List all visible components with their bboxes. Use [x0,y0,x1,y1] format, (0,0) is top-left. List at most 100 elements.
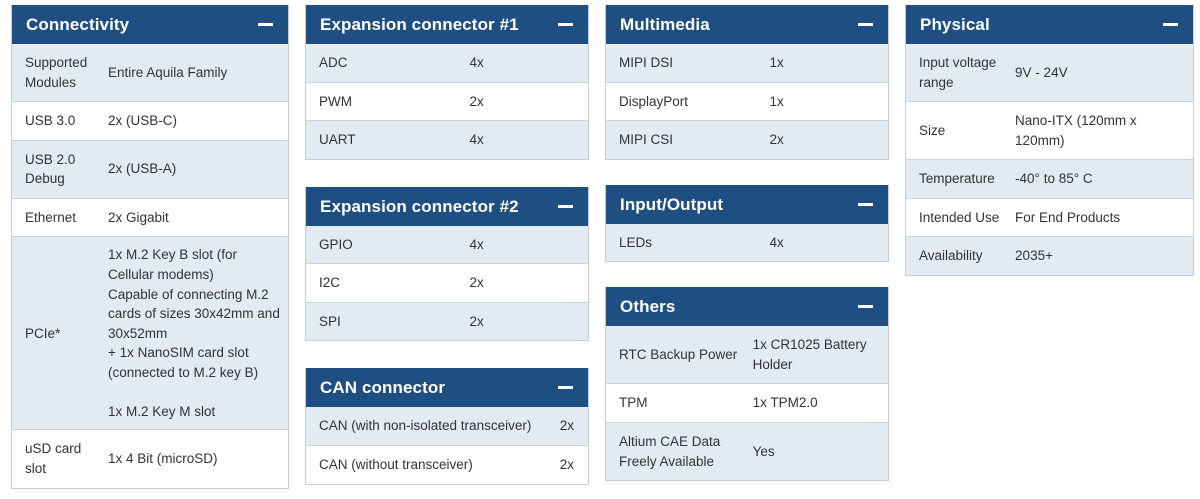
row-label: CAN (with non-isolated transceiver) [319,418,532,434]
row-label: Size [919,122,946,138]
table-row: Temperature -40° to 85° C [906,159,1193,198]
row-label: SPI [319,313,341,329]
table-row: PWM 2x [306,81,588,121]
row-value: 1x M.2 Key B slot (for Cellular modems) … [108,247,280,419]
column-1: Connectivity Supported Modules Entire Aq… [0,0,300,489]
card-header-others[interactable]: Others [606,287,888,327]
table-row: Size Nano-ITX (120mm x 120mm) [906,101,1193,160]
row-label: Input voltage range [919,55,997,90]
table-row: Intended Use For End Products [906,197,1193,237]
table-row: DisplayPort 1x [606,81,888,121]
card-title: Physical [920,15,990,34]
row-value: 2035+ [1015,248,1053,264]
column-4: Physical Input voltage range 9V - 24V Si… [900,0,1200,276]
table-row: UART 4x [306,120,588,159]
row-value: 2x [559,456,574,472]
column-2: Expansion connector #1 ADC 4x PWM 2x UAR… [300,0,600,485]
row-value: 4x [769,234,784,250]
row-label: Altium CAE Data Freely Available [619,433,721,469]
card-rows: LEDs 4x [606,223,888,262]
card-rows: GPIO 4x I2C 2x SPI 2x [306,225,588,341]
row-value: For End Products [1015,209,1121,225]
table-row: Input voltage range 9V - 24V [906,44,1193,102]
minus-icon[interactable] [858,305,873,309]
row-value: 1x [769,55,784,70]
table-row: TPM 1x TPM2.0 [606,383,888,422]
card-rows: RTC Backup Power 1x CR1025 Battery Holde… [606,326,888,481]
row-label: PWM [319,93,352,109]
card-header-expansion-connector-2[interactable]: Expansion connector #2 [306,186,588,226]
table-row: CAN (without transceiver) 2x [306,444,588,484]
row-value: Yes [752,443,775,459]
minus-icon[interactable] [858,202,873,206]
row-label: I2C [319,275,341,291]
card-title: Multimedia [620,15,710,34]
minus-icon[interactable] [558,204,573,208]
table-row: uSD card slot 1x 4 Bit (microSD) [12,429,288,488]
card-physical: Physical Input voltage range 9V - 24V Si… [905,5,1194,276]
row-label: DisplayPort [619,93,689,109]
card-header-physical[interactable]: Physical [906,5,1193,44]
minus-icon[interactable] [1163,23,1178,26]
table-row: Ethernet 2x Gigabit [12,197,288,237]
row-value: 1x TPM2.0 [752,395,818,411]
card-expansion-connector-1: Expansion connector #1 ADC 4x PWM 2x UAR… [305,5,589,160]
table-row: RTC Backup Power 1x CR1025 Battery Holde… [606,326,888,384]
card-expansion-connector-2: Expansion connector #2 GPIO 4x I2C 2x SP… [305,186,589,342]
row-label: GPIO [319,236,353,252]
card-rows: Supported Modules Entire Aquila Family U… [12,44,288,488]
row-value: 2x [469,313,484,329]
row-label: CAN (without transceiver) [319,456,473,472]
card-title: Expansion connector #1 [320,15,519,34]
minus-icon[interactable] [258,23,273,26]
row-value: 2x (USB-C) [108,113,178,129]
row-value: 2x [559,418,574,434]
card-header-multimedia[interactable]: Multimedia [606,5,888,44]
minus-icon[interactable] [558,386,573,390]
card-header-can-connector[interactable]: CAN connector [306,368,588,408]
table-row: SPI 2x [306,301,588,341]
table-row: CAN (with non-isolated transceiver) 2x [306,407,588,445]
row-value: 4x [469,132,484,148]
table-row: GPIO 4x [306,225,588,264]
card-rows: CAN (with non-isolated transceiver) 2x C… [306,407,588,484]
table-row: Supported Modules Entire Aquila Family [12,44,288,102]
card-input-output: Input/Output LEDs 4x [605,184,889,263]
row-label: MIPI CSI [619,132,674,148]
row-label: LEDs [619,234,653,250]
table-row: PCIe* 1x M.2 Key B slot (for Cellular mo… [12,236,288,430]
row-value: 2x [469,93,484,109]
row-label: Availability [919,248,983,264]
card-header-input-output[interactable]: Input/Output [606,184,888,224]
column-3: Multimedia MIPI DSI 1x DisplayPort 1x MI… [600,0,900,482]
minus-icon[interactable] [858,23,873,26]
card-title: Expansion connector #2 [320,196,519,216]
row-value: 1x [769,93,784,109]
card-rows: Input voltage range 9V - 24V Size Nano-I… [906,44,1193,275]
row-label: PCIe* [25,325,61,341]
card-connectivity: Connectivity Supported Modules Entire Aq… [11,5,289,489]
minus-icon[interactable] [558,23,573,26]
card-header-connectivity[interactable]: Connectivity [12,5,288,44]
card-title: Input/Output [620,194,724,214]
table-row: I2C 2x [306,263,588,302]
card-title: Connectivity [26,15,130,34]
card-header-expansion-connector-1[interactable]: Expansion connector #1 [306,5,588,44]
row-value: 1x 4 Bit (microSD) [108,451,218,467]
card-others: Others RTC Backup Power 1x CR1025 Batter… [605,287,889,482]
row-value: 2x [769,132,784,148]
table-row: MIPI CSI 2x [606,120,888,159]
row-label: uSD card slot [25,441,82,476]
row-label: Supported Modules [25,55,88,90]
row-value: -40° to 85° C [1015,171,1093,187]
row-label: TPM [619,395,648,411]
row-label: Intended Use [919,209,1000,225]
card-multimedia: Multimedia MIPI DSI 1x DisplayPort 1x MI… [605,5,889,160]
table-row: LEDs 4x [606,223,888,262]
table-row: Altium CAE Data Freely Available Yes [606,421,888,481]
table-row: MIPI DSI 1x [606,44,888,82]
row-label: MIPI DSI [619,55,674,70]
card-title: CAN connector [320,378,446,398]
card-rows: ADC 4x PWM 2x UART 4x [306,44,588,159]
table-row: ADC 4x [306,44,588,82]
